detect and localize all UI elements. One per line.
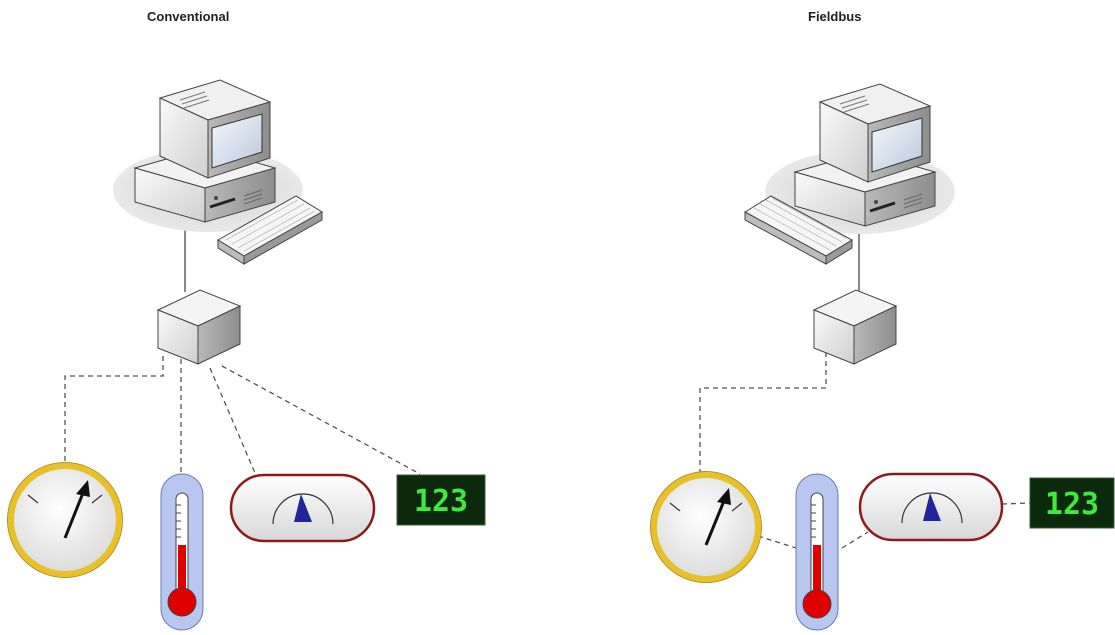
- level-indicator-icon: [858, 472, 1004, 542]
- thermometer-icon: [795, 473, 839, 631]
- fieldbus-panel: 123: [650, 83, 1115, 631]
- keyboard-icon: [744, 195, 853, 265]
- pressure-gauge-icon: [7, 462, 123, 578]
- computer-icon: [765, 83, 955, 234]
- digital-display-icon: 123: [1029, 477, 1115, 529]
- thermometer-icon: [160, 473, 204, 631]
- fieldbus-wiring: [699, 232, 1031, 549]
- title-fieldbus: Fieldbus: [808, 9, 862, 24]
- io-box-icon: [812, 289, 898, 365]
- pressure-gauge-icon: [650, 471, 762, 583]
- digital-display-value: 123: [414, 484, 468, 519]
- level-indicator-icon: [229, 473, 376, 543]
- digital-display-value: 123: [1045, 487, 1099, 522]
- digital-display-icon: 123: [396, 474, 486, 526]
- title-conventional: Conventional: [147, 9, 230, 24]
- computer-icon: [113, 79, 303, 232]
- conventional-wiring: [64, 225, 421, 481]
- conventional-panel: 123: [7, 79, 486, 631]
- io-box-icon: [156, 289, 242, 365]
- keyboard-icon: [217, 195, 323, 265]
